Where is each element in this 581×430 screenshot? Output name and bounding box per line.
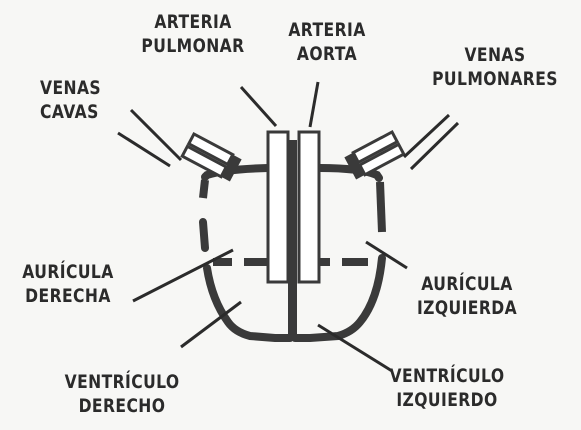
label-auricula-derecha: AURÍCULA DERECHA xyxy=(19,260,117,308)
label-auricula-izquierda-line2: IZQUIERDA xyxy=(414,296,521,320)
label-ventriculo-izquierdo: VENTRÍCULO IZQUIERDO xyxy=(386,364,509,412)
label-arteria-aorta: ARTERIA AORTA xyxy=(266,18,389,66)
label-auricula-derecha-line1: AURÍCULA xyxy=(19,260,117,284)
leader-arteria-aorta xyxy=(310,82,318,127)
leader-venas-cavas-2 xyxy=(118,133,170,166)
leader-auricula-derecha xyxy=(133,250,233,301)
label-ventriculo-derecho-line2: DERECHO xyxy=(65,394,180,418)
leader-venas-cavas-1 xyxy=(131,110,181,160)
label-venas-cavas-line2: CAVAS xyxy=(40,100,101,124)
label-auricula-derecha-line2: DERECHA xyxy=(19,284,117,308)
label-venas-pulmonares-line2: PULMONARES xyxy=(429,67,560,91)
label-ventriculo-izquierdo-line1: VENTRÍCULO xyxy=(386,364,509,388)
leader-venas-pulmonares-1 xyxy=(404,115,449,157)
label-venas-pulmonares-line1: VENAS xyxy=(429,43,560,67)
label-arteria-pulmonar-line2: PULMONAR xyxy=(132,34,255,58)
label-venas-cavas-line1: VENAS xyxy=(40,76,101,100)
leader-arteria-pulmonar xyxy=(241,87,276,126)
label-venas-pulmonares: VENAS PULMONARES xyxy=(429,43,560,91)
label-ventriculo-izquierdo-line2: IZQUIERDO xyxy=(386,388,509,412)
heart-right-side xyxy=(380,182,382,232)
label-ventriculo-derecho-line1: VENTRÍCULO xyxy=(65,370,180,394)
leader-auricula-izquierda xyxy=(366,242,407,268)
label-auricula-izquierda: AURÍCULA IZQUIERDA xyxy=(414,272,521,320)
label-arteria-pulmonar-line1: ARTERIA xyxy=(132,10,255,34)
pulmonary-artery-tube xyxy=(268,132,288,282)
label-ventriculo-derecho: VENTRÍCULO DERECHO xyxy=(65,370,180,418)
label-arteria-aorta-line2: AORTA xyxy=(266,42,389,66)
label-auricula-izquierda-line1: AURÍCULA xyxy=(414,272,521,296)
heart-left-side xyxy=(203,180,205,198)
label-venas-cavas: VENAS CAVAS xyxy=(40,76,101,124)
label-arteria-aorta-line1: ARTERIA xyxy=(266,18,389,42)
aorta-tube xyxy=(299,132,319,282)
label-arteria-pulmonar: ARTERIA PULMONAR xyxy=(132,10,255,58)
